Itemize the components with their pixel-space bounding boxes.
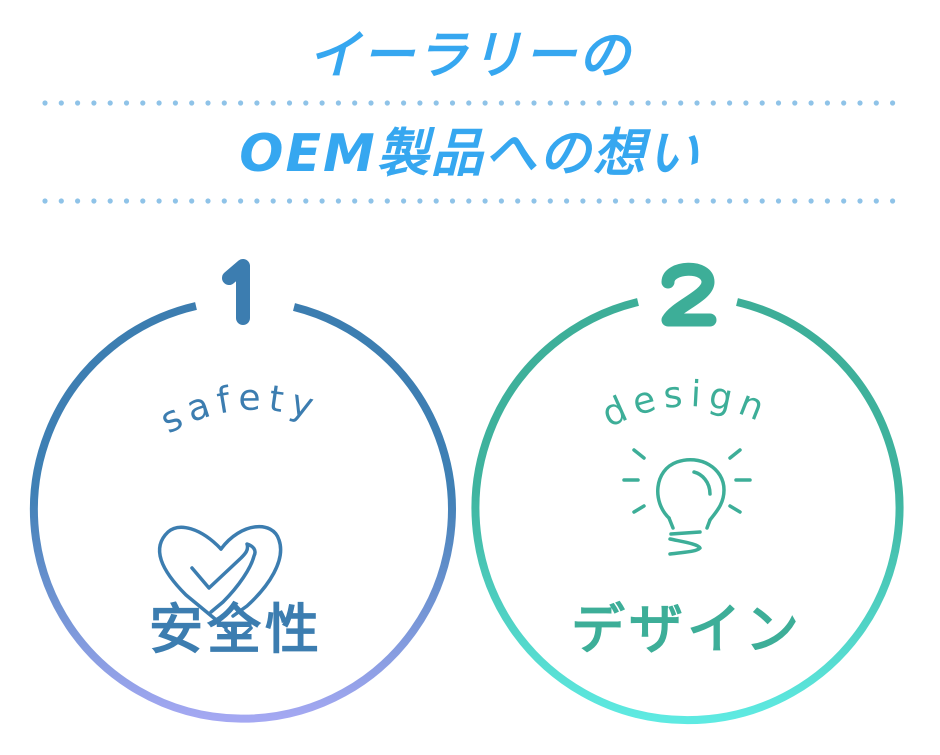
dotted-divider-bottom	[42, 198, 896, 204]
circle-frame: design	[471, 262, 904, 725]
circle-frame: safety	[29, 259, 456, 723]
japanese-label-safety: 安全性	[149, 598, 323, 661]
english-label-safety: safety	[154, 378, 318, 442]
dotted-divider-top	[42, 100, 896, 106]
lightbulb-icon	[622, 448, 752, 556]
title-line-2: OEM製品への想い	[239, 124, 701, 184]
english-label-design: design	[596, 374, 769, 436]
number-one-glyph	[222, 259, 250, 325]
heart-check-icon	[157, 525, 283, 640]
feature-card-safety: safety 1 安全性	[11, 250, 461, 755]
svg-text:design: design	[596, 374, 776, 436]
japanese-label-design: デザイン	[571, 598, 803, 661]
feature-card-design: design デザイン	[462, 250, 912, 755]
title-line-1: イーラリーの	[307, 26, 632, 86]
number-two-glyph	[661, 262, 717, 327]
svg-text:safety: safety	[154, 378, 325, 442]
dotted-dividers	[42, 100, 896, 204]
